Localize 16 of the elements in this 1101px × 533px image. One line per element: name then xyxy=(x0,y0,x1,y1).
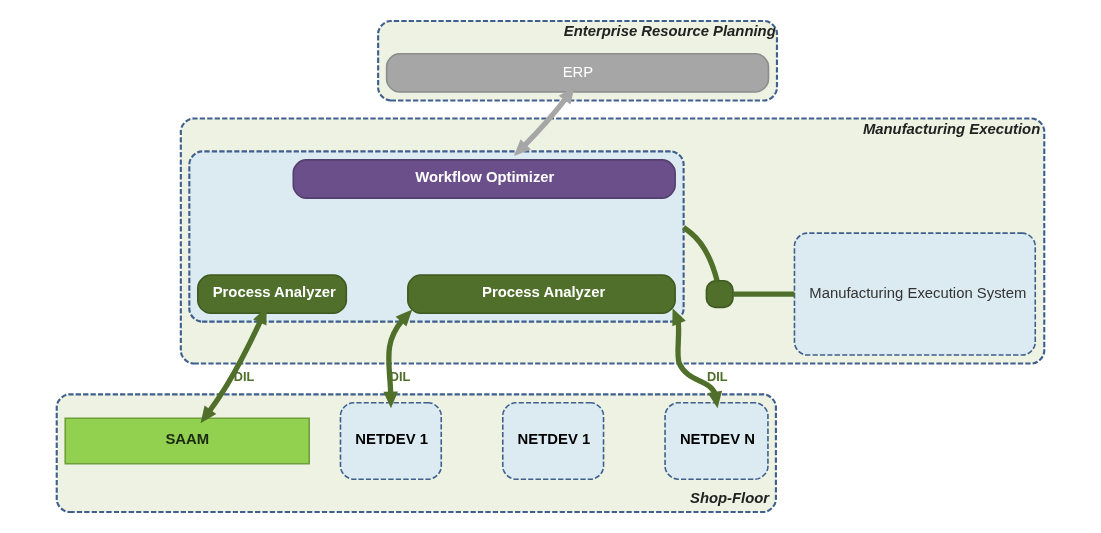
node-box: Process Analyzer xyxy=(197,274,348,314)
node-box: ERP xyxy=(385,53,770,93)
node-box: Workflow Optimizer xyxy=(292,159,676,199)
connector xyxy=(682,225,720,282)
node-box: Manufacturing Execution System xyxy=(793,232,1037,356)
connector xyxy=(733,291,795,297)
node-box xyxy=(705,280,734,309)
arrow xyxy=(383,309,413,409)
node-box: NETDEV 1 xyxy=(339,402,443,480)
node-box: SAAM xyxy=(64,417,310,465)
arrow xyxy=(672,308,723,409)
node-box: NETDEV N xyxy=(664,402,769,480)
node-box: Process Analyzer xyxy=(407,274,676,314)
node-box: NETDEV 1 xyxy=(501,402,605,480)
edge-label: DIL xyxy=(706,369,728,385)
cluster xyxy=(188,150,685,323)
